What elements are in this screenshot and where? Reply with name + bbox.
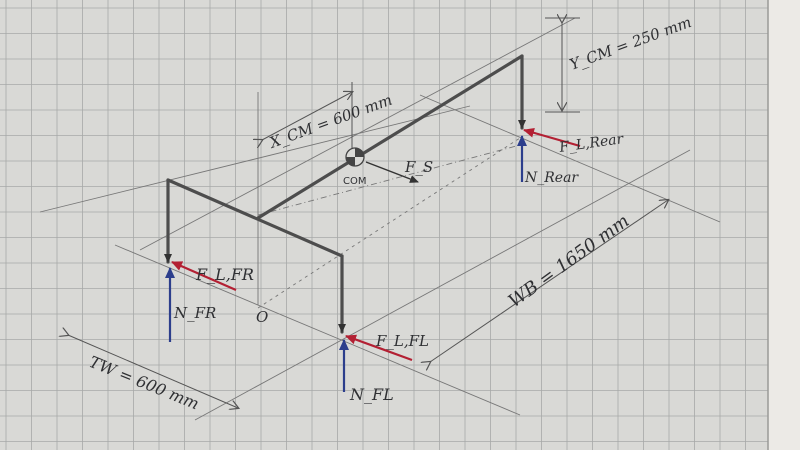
front-crossmember <box>166 178 344 258</box>
wheelbase-dimension <box>430 200 668 362</box>
rear-wheel-reference-line <box>419 94 721 223</box>
lateral-forces <box>171 127 581 362</box>
dimension-lines <box>68 18 668 408</box>
normal-force-front-right-label: N_FR <box>173 304 216 322</box>
lateral-force-front-right-arrow <box>171 260 237 292</box>
vehicle-frame <box>164 54 526 334</box>
lateral-force-front-right-label: F_L,FR <box>195 265 254 284</box>
normal-force-rear-label: N_Rear <box>524 170 579 186</box>
x-cm-dimension <box>262 92 352 140</box>
left-side-reference-line <box>139 17 576 251</box>
com-centerline <box>257 144 521 216</box>
origin-label: O <box>256 308 268 326</box>
center-spine <box>256 54 524 220</box>
lateral-force-front-left-label: F_L,FL <box>375 332 429 350</box>
com-label: COM <box>343 176 366 187</box>
track-width-dimension <box>68 335 238 408</box>
normal-forces <box>165 135 527 392</box>
lateral-force-front-left-arrow <box>345 334 413 362</box>
diagonal-reference-line <box>257 137 521 309</box>
page-edge <box>768 0 800 450</box>
side-force-label: F_S <box>404 158 433 176</box>
com-symbol <box>345 147 365 167</box>
side-force-arrow <box>365 161 419 183</box>
lateral-force-rear-arrow <box>523 127 581 148</box>
front-axle-reference-line <box>39 105 471 213</box>
normal-force-front-left-label: N_FL <box>349 385 394 404</box>
rear-axle-reference-line <box>114 244 521 416</box>
